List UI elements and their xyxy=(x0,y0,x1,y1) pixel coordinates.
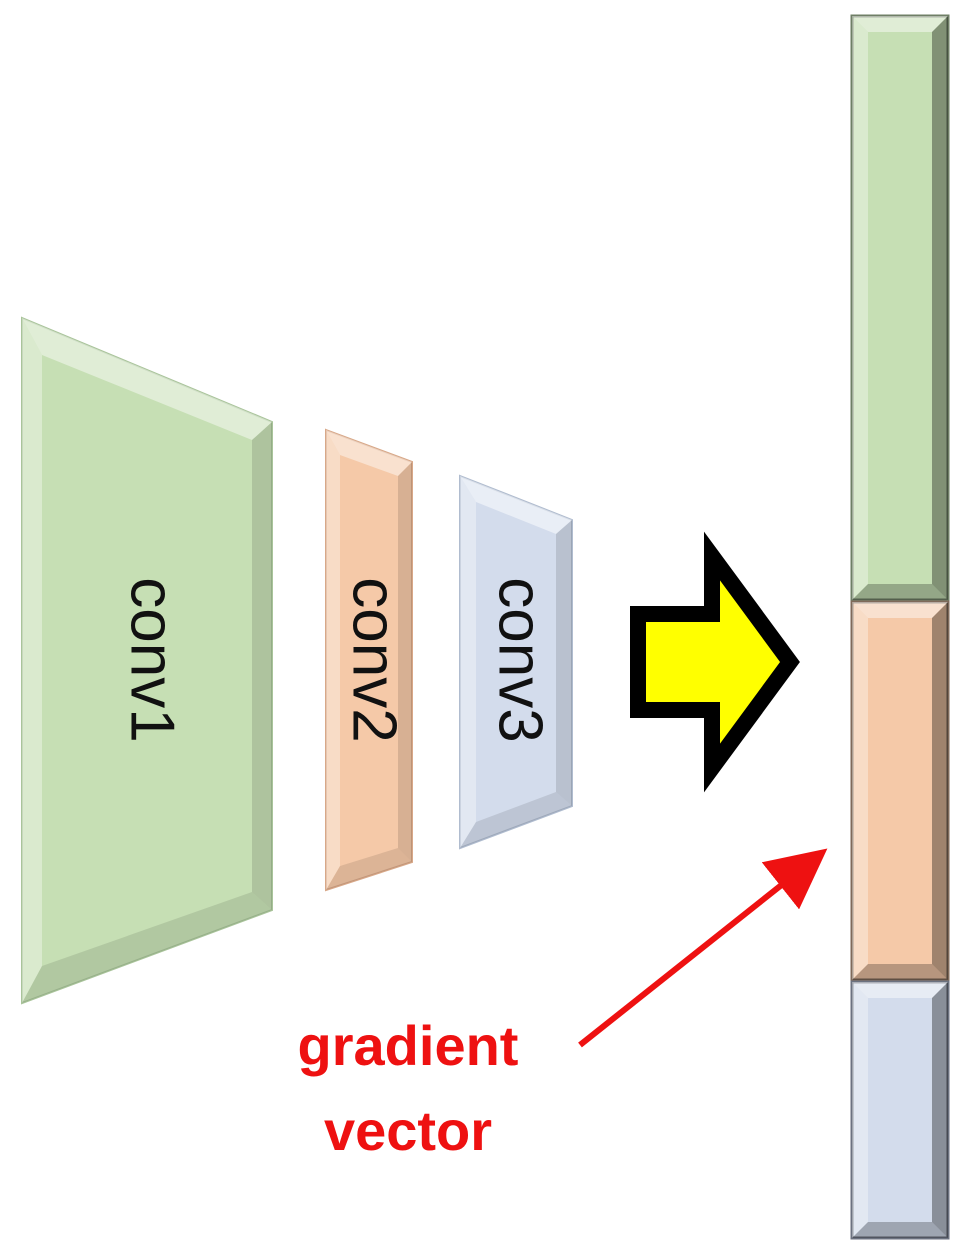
vector-segment-conv2-bevel-left xyxy=(852,602,868,980)
conv2-label: conv2 xyxy=(340,577,409,742)
annotation-line2: vector xyxy=(324,1099,492,1162)
right-arrow-icon xyxy=(630,531,800,793)
vector-segment-conv1-bevel-right xyxy=(932,16,948,600)
conv3-bevel-top xyxy=(460,476,572,534)
conv3-block: conv3 xyxy=(459,474,573,850)
vector-segment-conv1-bevel-bottom xyxy=(852,584,948,600)
annotation-line1: gradient xyxy=(298,1014,519,1077)
vector-segment-conv3-bevel-right xyxy=(932,982,948,1238)
vector-segment-conv3-fill xyxy=(850,980,950,1240)
conv1-block: conv1 xyxy=(21,316,273,1005)
gradient-pointer-arrow xyxy=(578,848,828,1048)
vector-segment-conv3-bevel-top xyxy=(852,982,948,998)
conv3-label: conv3 xyxy=(486,577,555,742)
vector-segment-conv2 xyxy=(850,600,950,982)
vector-segment-conv2-fill xyxy=(850,600,950,982)
vector-segment-conv1 xyxy=(850,14,950,602)
conv3-bevel-bottom xyxy=(460,792,572,848)
vector-segment-conv3-bevel-bottom xyxy=(852,1222,948,1238)
block-arrow-shape xyxy=(630,531,800,793)
conv2-bevel-left xyxy=(326,430,340,890)
conv3-bevel-left xyxy=(460,476,476,848)
conv2-shape xyxy=(325,428,413,892)
conv1-shape xyxy=(21,316,273,1005)
conv1-bevel-bottom xyxy=(22,892,272,1003)
conv2-bevel-top xyxy=(326,430,412,476)
vector-segment-conv2-bevel-bottom xyxy=(852,964,948,980)
vector-segment-conv1-fill xyxy=(850,14,950,602)
conv1-bevel-top xyxy=(22,318,272,440)
vector-segment-conv2-bevel-top xyxy=(852,602,948,618)
conv1-label: conv1 xyxy=(118,577,187,742)
vector-segment-conv3-bevel-left xyxy=(852,982,868,1238)
conv2-block: conv2 xyxy=(325,428,413,892)
gradient-vector-column xyxy=(850,14,950,1240)
conv1-bevel-left xyxy=(22,318,42,1003)
conv3-bevel-right xyxy=(556,520,572,806)
conv2-bevel-right xyxy=(398,462,412,862)
vector-segment-conv3 xyxy=(850,980,950,1240)
vector-segment-conv1-bevel-left xyxy=(852,16,868,600)
conv1-bevel-right xyxy=(252,422,272,910)
vector-segment-conv2-bevel-right xyxy=(932,602,948,980)
conv2-bevel-bottom xyxy=(326,848,412,890)
vector-segment-conv1-bevel-top xyxy=(852,16,948,32)
